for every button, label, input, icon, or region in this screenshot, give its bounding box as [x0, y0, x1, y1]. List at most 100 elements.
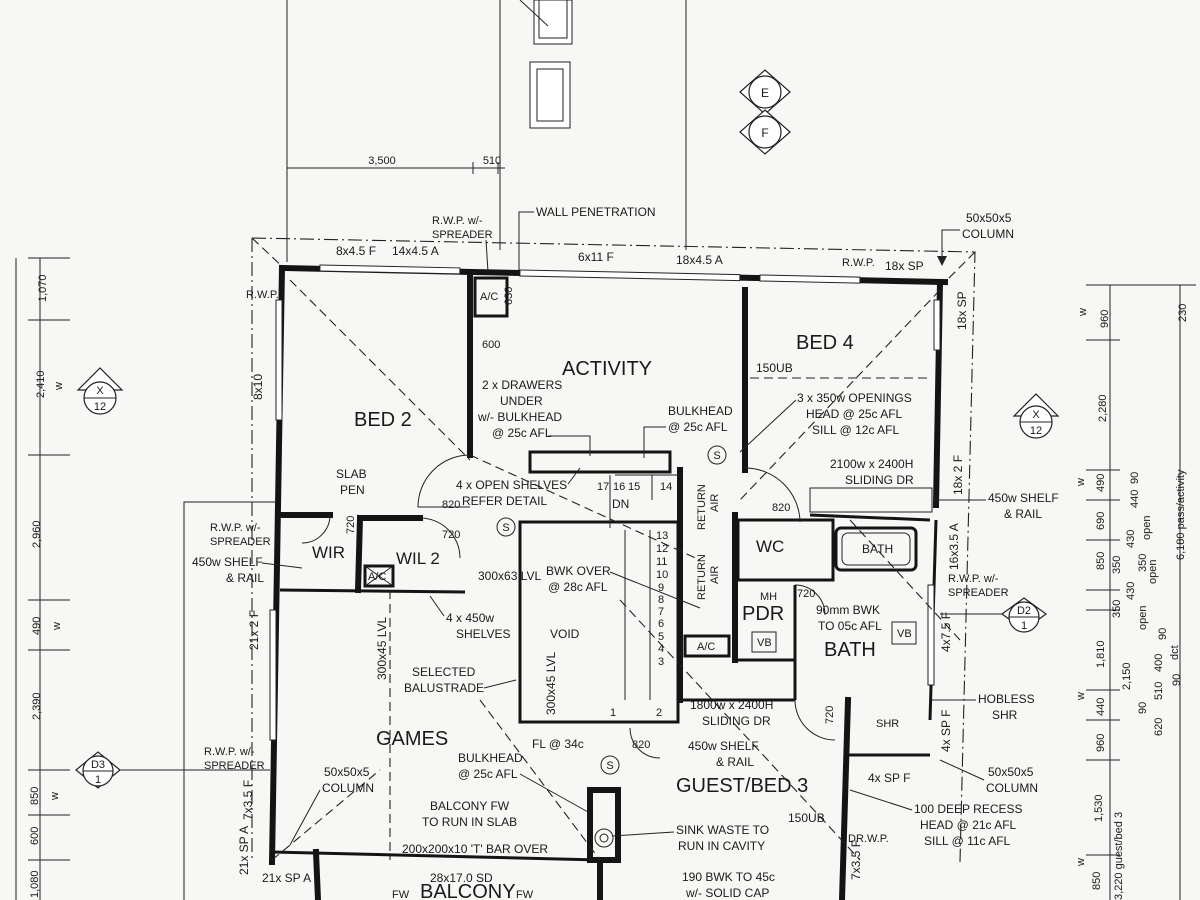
- dim-left-600: 600: [29, 827, 41, 845]
- note-rwp-spreader-lower-1: R.W.P. w/-: [204, 746, 255, 758]
- dim-right2-430a: 430: [1125, 530, 1137, 548]
- note-column-right-2: COLUMN: [986, 781, 1038, 795]
- dim-3500: 3,500: [368, 155, 396, 167]
- bath-tub: [834, 526, 918, 572]
- stair-10: 10: [656, 569, 668, 581]
- dim-right2-400: 400: [1153, 654, 1165, 672]
- stair-17: 17: [597, 481, 609, 493]
- note-fw-1: FW: [392, 889, 410, 900]
- window-code-top1: 8x4.5 F: [336, 244, 376, 258]
- note-sliding-dr-mid-1: 1800w x 2400H: [690, 698, 773, 712]
- dim-right2-230: 230: [1177, 304, 1189, 322]
- section-letter-f: F: [761, 126, 768, 140]
- note-balcony-fw-1: BALCONY FW: [430, 799, 510, 813]
- note-openings-3: SILL @ 12c AFL: [812, 423, 899, 437]
- marker-x-right-sheet: 12: [1030, 425, 1042, 437]
- right-window-bed4: [933, 299, 941, 351]
- note-drawers-3: w/- BULKHEAD: [477, 410, 562, 424]
- window-code-left1: 8x10: [251, 374, 265, 400]
- dim-left-490: 490: [31, 617, 43, 635]
- window-code-top5: 18x SP: [885, 259, 924, 273]
- note-recess-1: 100 DEEP RECESS: [914, 802, 1023, 816]
- window-code-top4: 18x4.5 A: [676, 253, 723, 267]
- label-wall-penetration: WALL PENETRATION: [536, 205, 656, 219]
- note-sliding-dr-top-2: SLIDING DR: [845, 473, 914, 487]
- room-wc: WC: [756, 537, 784, 556]
- stair-13: 13: [656, 530, 668, 542]
- dim-right-490: 490: [1095, 474, 1107, 492]
- note-bwk-190-2: w/- SOLID CAP: [685, 886, 769, 900]
- room-void: VOID: [550, 627, 580, 641]
- marker-x-right-letter: X: [1032, 409, 1040, 421]
- note-column-left-1: 50x50x5: [324, 765, 370, 779]
- dim-right2-620: 620: [1153, 718, 1165, 736]
- sink-cavity: [587, 787, 621, 863]
- note-t-bar: 200x200x10 'T' BAR OVER: [402, 842, 548, 856]
- left-window-bed2: [275, 299, 283, 421]
- marker-x-left-sheet: 12: [94, 401, 106, 413]
- top-dimension-line: 3,500 510: [286, 155, 505, 174]
- stair-2: 2: [656, 707, 662, 719]
- upper-structure: [286, 0, 687, 262]
- room-bath-tub: BATH: [862, 542, 893, 556]
- window-code-right5: 4x SP F: [939, 710, 953, 752]
- note-bwk-90-1: 90mm BWK: [816, 603, 880, 617]
- note-recess-3: SILL @ 11c AFL: [924, 834, 1011, 848]
- dim-right-text-dct: dct: [1169, 645, 1181, 660]
- dim-right-960b: 960: [1095, 734, 1107, 752]
- dim-right2-430b: 430: [1125, 582, 1137, 600]
- dim-right-w2: w: [1075, 478, 1087, 487]
- dim-right-w1: w: [1077, 308, 1089, 317]
- window-code-bottom1: 21x SP A: [262, 871, 311, 885]
- dim-510: 510: [483, 155, 501, 167]
- window-code-right6: 4x SP F: [868, 771, 910, 785]
- note-hobless-1: HOBLESS: [978, 692, 1035, 706]
- dim-right2-90a: 90: [1129, 472, 1141, 484]
- dim-right-w4: w: [1075, 858, 1087, 867]
- dim-right-1530: 1,530: [1093, 794, 1105, 822]
- dim-left-850: 850: [29, 787, 41, 805]
- stair-5: 5: [658, 631, 664, 643]
- smoke-detector-3-glyph: S: [606, 760, 613, 772]
- stair-11: 11: [656, 556, 667, 568]
- window-code-left4: 21x SP A: [237, 826, 251, 875]
- dim-right-350b: 350: [1111, 600, 1123, 618]
- window-code-left3: 7x3.5 F: [241, 780, 255, 820]
- marker-d3-sheet: 1: [95, 774, 101, 786]
- window-code-left2: 21x 2 F: [247, 610, 261, 650]
- window-code-right4: 4x7.5 F: [939, 612, 953, 652]
- note-rwp-spreader-right-1: R.W.P. w/-: [948, 573, 999, 585]
- room-wil2: WIL 2: [396, 549, 440, 568]
- dim-right-1810: 1,810: [1095, 640, 1107, 668]
- note-balcony-fw-2: TO RUN IN SLAB: [422, 815, 517, 829]
- dim-right-text-open1: open: [1141, 516, 1153, 540]
- note-sd-28: 28x17.0 SD: [430, 871, 493, 885]
- note-bulkhead-top-1: BULKHEAD: [668, 404, 733, 418]
- dim-left-w2: w: [51, 622, 63, 631]
- marker-x-left-letter: X: [96, 385, 104, 397]
- right-dimension-chain: 960 2,280 490 690 850 350 350 1,810 2,15…: [1075, 284, 1196, 900]
- note-return-air-2a: RETURN: [696, 554, 708, 600]
- note-slab-pen-2: PEN: [340, 483, 365, 497]
- room-balcony: BALCONY: [420, 881, 516, 900]
- label-mh: MH: [760, 591, 777, 603]
- dim-left-w3: w: [49, 792, 61, 801]
- stair-4: 4: [658, 643, 664, 655]
- note-lvl-v1: 300x45 LVL: [375, 617, 389, 680]
- smoke-detector-1-glyph: S: [502, 522, 509, 534]
- dim-630: 630: [503, 287, 515, 305]
- room-games: GAMES: [376, 728, 448, 750]
- note-hobless-2: SHR: [992, 708, 1018, 722]
- stair-8: 8: [658, 594, 664, 606]
- dim-right-text-guest: 3,220 guest/bed 3: [1113, 812, 1125, 900]
- note-open-shelves-2: REFER DETAIL: [462, 494, 547, 508]
- smoke-detector-3: [600, 755, 620, 775]
- vb-box-1: [751, 631, 777, 653]
- ac-box-top: [473, 276, 509, 318]
- note-bulkhead-bottom-2: @ 25c AFL: [458, 767, 518, 781]
- marker-d2-letter: D2: [1017, 605, 1031, 617]
- label-vb-1: VB: [757, 637, 772, 649]
- note-openings-2: HEAD @ 25c AFL: [806, 407, 903, 421]
- room-bed2: BED 2: [354, 409, 412, 431]
- section-marker-f: F: [739, 109, 791, 155]
